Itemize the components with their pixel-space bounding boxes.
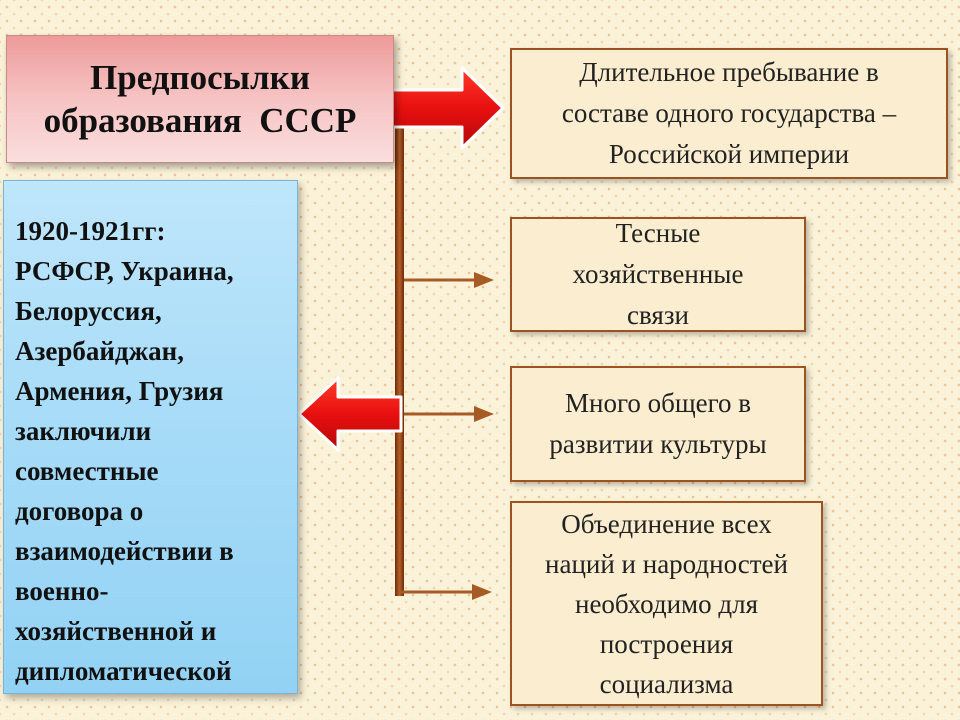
arrow-to-box-3 (404, 406, 494, 422)
big-red-arrow-right (384, 66, 505, 150)
prerequisite-box-3: Много общего в развитии культуры (510, 366, 806, 482)
prerequisite-box-1: Длительное пребывание в составе одного г… (510, 48, 948, 179)
title-box: Предпосылки образования СССР (6, 35, 394, 163)
treaties-line: взаимодействии в (15, 536, 234, 566)
prerequisite-line: хозяйственные (572, 259, 744, 289)
prerequisite-line: социализма (599, 668, 734, 699)
prerequisite-line: развитии культуры (549, 429, 767, 459)
treaties-line: Азербайджан, (15, 336, 184, 366)
big-red-arrow-left (297, 376, 403, 452)
prerequisite-line: связи (627, 300, 689, 330)
prerequisite-line: Длительное пребывание в (579, 57, 879, 87)
treaties-line: совместные (15, 456, 159, 486)
prerequisite-line: составе одного государства – (561, 98, 897, 128)
arrow-to-box-2 (404, 272, 494, 288)
treaties-line: военно- (15, 576, 109, 606)
title-line: Предпосылки (90, 58, 310, 97)
treaties-box: 1920-1921гг: РСФСР, Украина, Белоруссия,… (3, 180, 298, 694)
title-line: образования СССР (43, 101, 357, 140)
prerequisite-line: Много общего в (564, 388, 752, 418)
treaties-line: Белоруссия, (15, 296, 162, 326)
treaties-line: заключили (15, 416, 152, 446)
treaties-line: 1920-1921гг: (15, 216, 166, 246)
treaties-line: РСФСР, Украина, (15, 256, 234, 286)
title-text: Предпосылки образования СССР (44, 56, 357, 142)
prerequisite-line: Тесные (615, 218, 701, 248)
prerequisite-box-4: Объединение всех наций и народностей нео… (510, 501, 823, 706)
prerequisite-line: необходимо для (575, 588, 758, 619)
prerequisite-line: Объединение всех (561, 508, 772, 539)
prerequisite-box-2: Тесные хозяйственные связи (510, 217, 806, 332)
prerequisite-line: Российской империи (608, 139, 850, 169)
prerequisite-line: наций и народностей (545, 548, 788, 579)
treaties-line: договора о (15, 496, 144, 526)
arrow-to-box-4 (398, 584, 492, 600)
treaties-line: Армения, Грузия (15, 376, 224, 406)
prerequisite-line: построения (599, 628, 734, 659)
trunk-line (395, 100, 404, 596)
treaties-line: дипломатической (15, 656, 232, 686)
treaties-line: хозяйственной и (15, 616, 217, 646)
